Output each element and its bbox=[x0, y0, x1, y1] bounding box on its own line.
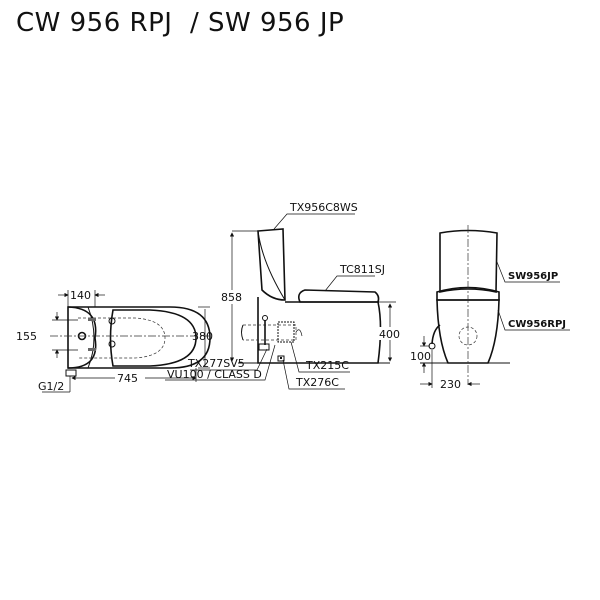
label-g12: G1/2 bbox=[38, 380, 64, 393]
part-sw956jp: SW956JP bbox=[508, 271, 558, 282]
dim-230: 230 bbox=[440, 378, 461, 391]
dim-155: 155 bbox=[16, 330, 37, 343]
dim-100: 100 bbox=[410, 350, 431, 363]
side-view: 858 400 TX956C8WS TC811SJ TX277SV5 VU100… bbox=[165, 201, 402, 390]
dim-380: 380 bbox=[192, 330, 213, 343]
part-tx277sv5: TX277SV5 bbox=[187, 357, 245, 370]
part-vu100: VU100 / CLASS D bbox=[167, 368, 262, 381]
dim-400: 400 bbox=[379, 328, 400, 341]
part-cw956rpj: CW956RPJ bbox=[508, 319, 566, 330]
part-tx956c8ws: TX956C8WS bbox=[289, 201, 358, 214]
dim-745: 745 bbox=[117, 372, 138, 385]
dim-140: 140 bbox=[70, 289, 91, 302]
part-tx276c: TX276C bbox=[295, 376, 339, 389]
plan-view: 140 155 380 745 G1/2 bbox=[16, 289, 213, 393]
front-view: 100 230 SW956JP CW956RPJ bbox=[410, 225, 570, 391]
dim-858: 858 bbox=[221, 291, 242, 304]
page-title: CW 956 RPJ / SW 956 JP bbox=[16, 8, 345, 38]
part-tx215c: TX215C bbox=[305, 359, 349, 372]
part-tc811sj: TC811SJ bbox=[339, 263, 385, 276]
